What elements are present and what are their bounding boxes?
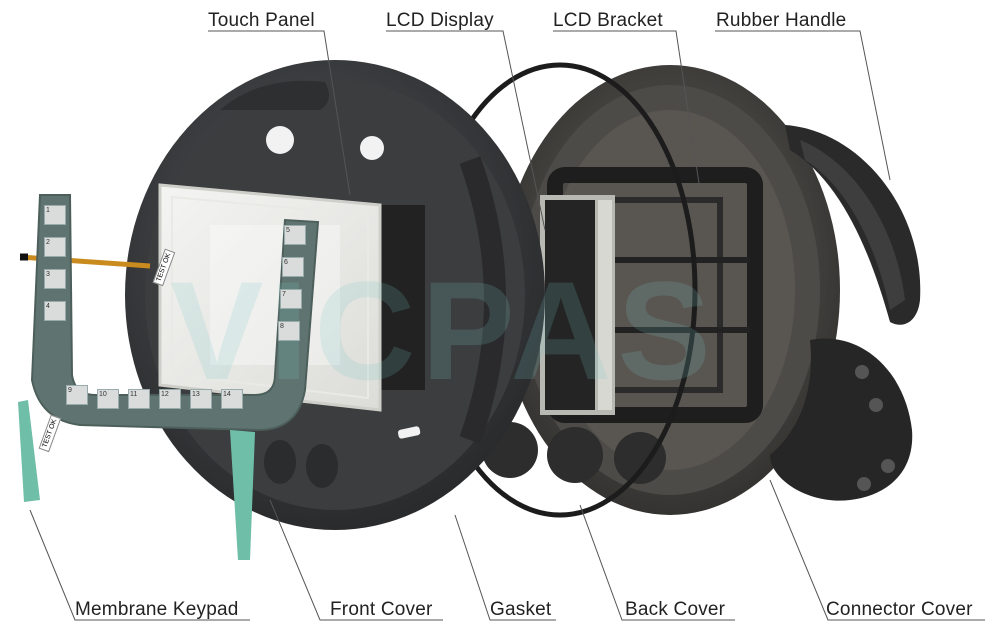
connector-cover-shape (770, 338, 913, 501)
label-front-cover: Front Cover (330, 599, 433, 620)
touch-panel-shape (158, 183, 382, 412)
leader-lines (29, 30, 985, 621)
keypad-key: 2 (44, 237, 66, 257)
watermark: VICPAS (170, 252, 717, 409)
rubber-handle-shape (785, 125, 921, 325)
label-lcd-bracket: LCD Bracket (553, 10, 663, 31)
keypad-key: 9 (66, 385, 88, 405)
label-touch-panel: Touch Panel (208, 10, 315, 31)
keypad-key: 8 (278, 321, 300, 341)
keypad-key: 12 (159, 389, 181, 409)
keypad-key: 10 (97, 389, 119, 409)
lcd-display-shape (540, 195, 615, 415)
keypad-key: 13 (190, 389, 212, 409)
keypad-key: 6 (282, 257, 304, 277)
keypad-key: 14 (221, 389, 243, 409)
label-lcd-display: LCD Display (386, 10, 494, 31)
keypad-key: 1 (44, 205, 66, 225)
keypad-key: 7 (280, 289, 302, 309)
keypad-key: 4 (44, 301, 66, 321)
keypad-key: 11 (128, 389, 150, 409)
keypad-key: 3 (44, 269, 66, 289)
keypad-key: 5 (284, 225, 306, 245)
label-rubber-handle: Rubber Handle (716, 10, 847, 31)
label-connector-cover: Connector Cover (826, 599, 973, 620)
label-gasket: Gasket (490, 599, 552, 620)
label-membrane-keypad: Membrane Keypad (75, 599, 239, 620)
label-back-cover: Back Cover (625, 599, 726, 620)
